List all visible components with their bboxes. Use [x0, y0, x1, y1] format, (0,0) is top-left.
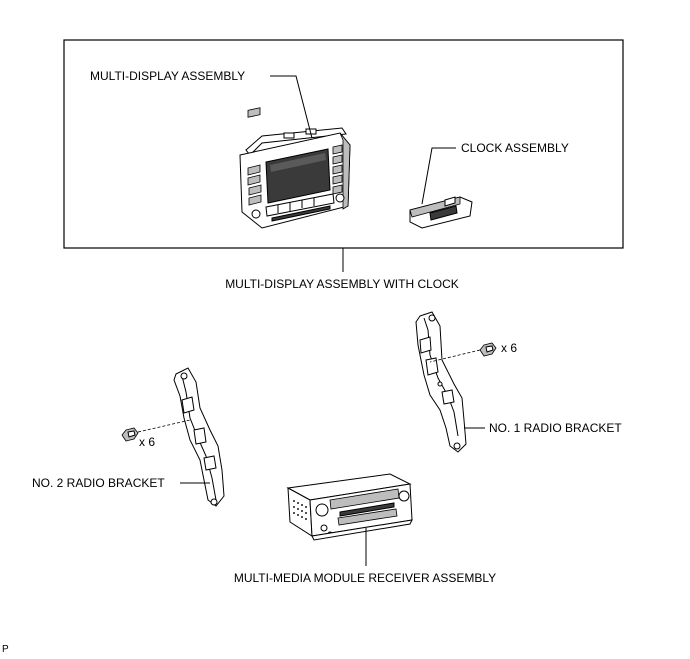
label-multi-display-assembly: MULTI-DISPLAY ASSEMBLY — [90, 69, 245, 83]
clock-assembly-drawing — [409, 196, 473, 229]
leader-multi-display — [270, 75, 313, 139]
screw-left-fastener-line — [137, 419, 191, 433]
receiver-assembly-drawing — [286, 473, 413, 541]
corner-mark: P — [2, 644, 9, 655]
screw-left-drawing — [121, 427, 139, 442]
label-receiver-assembly: MULTI-MEDIA MODULE RECEIVER ASSEMBLY — [234, 571, 496, 585]
label-no1-radio-bracket: NO. 1 RADIO BRACKET — [489, 421, 622, 435]
label-screw-count-left: x 6 — [139, 435, 155, 449]
label-screw-count-right: x 6 — [501, 341, 517, 355]
leader-clock — [421, 147, 456, 205]
label-no2-radio-bracket: NO. 2 RADIO BRACKET — [32, 476, 165, 490]
no2-radio-bracket-drawing — [173, 367, 225, 507]
no1-radio-bracket-drawing — [415, 311, 467, 453]
label-clock-assembly: CLOCK ASSEMBLY — [461, 141, 569, 155]
multi-display-assembly-drawing — [239, 107, 351, 229]
label-multi-display-with-clock: MULTI-DISPLAY ASSEMBLY WITH CLOCK — [225, 277, 459, 291]
screw-right-fastener-line — [429, 349, 481, 363]
screw-right-drawing — [479, 342, 497, 357]
